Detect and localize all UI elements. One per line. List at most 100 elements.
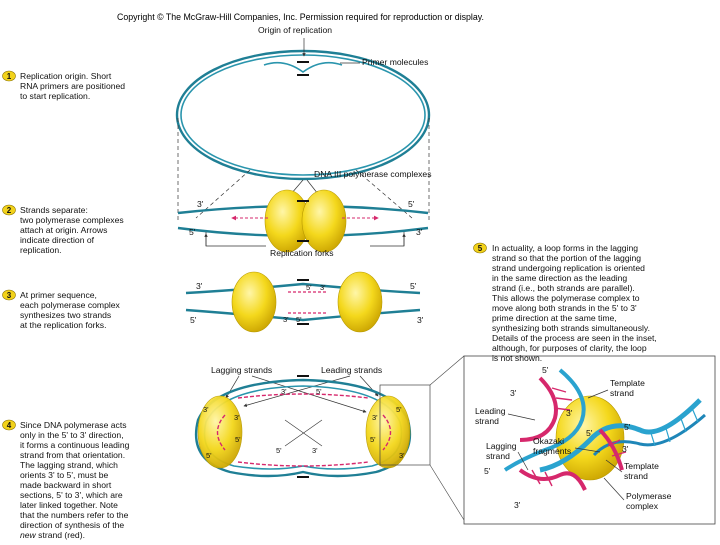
step-2-badge [2,204,16,216]
inset-source-box [379,384,431,466]
lagging-pointer-left [225,375,240,399]
step-2: 2 Strands separate: two polymerase compl… [2,204,124,255]
okazaki-pointer [574,447,601,453]
step-4-line4: strand from that orientation. [20,450,125,460]
step4-label-3-right: 3' [399,451,405,460]
step-1-line3: to start replication. [20,91,90,101]
step-5-line12: is not shown. [492,353,542,363]
inset-connector-bottom [429,464,465,521]
inset-template-top-line1: Template [610,378,645,388]
step3-end-5-left: 5' [190,315,197,325]
step-1-line2: RNA primers are positioned [20,81,125,91]
projection-line-mid-left [195,169,251,219]
replication-forks-label: Replication forks [270,248,334,258]
step-5-line10: Details of the process are seen in the i… [492,333,657,343]
polymerase-inset-pointer [603,477,625,501]
step-4-line6: orients 3' to 5', must be [20,470,109,480]
template-bottom-pointer [605,459,623,473]
polymerase-complex-label: DNA III polymerase complexes [314,169,432,179]
inset-3-bottom: 3' [514,500,521,510]
inset-5-center: 5' [586,428,593,438]
step-5-line7: move along both strands in the 5' to 3' [492,303,637,313]
step-5-line11: although, for purposes of clarity, the l… [492,343,647,353]
origin-label: Origin of replication [258,25,332,35]
inset-okazaki-line1: Okazaki [533,436,564,446]
step-5: 5 In actuality, a loop forms in the lagg… [473,242,657,363]
inset-polymerase-line1: Polymerase [626,491,672,501]
step3-primer-3-bottom: 3' [283,315,289,324]
step4-label-3-left: 3' [203,405,209,414]
step-5-line6: This allows the polymerase complex to [492,293,640,303]
step2-end-5-right: 5' [408,199,415,209]
step2-end-3-left: 3' [197,199,204,209]
step-1-number: 1 [7,72,12,81]
step4-label-5-top: 5' [316,387,322,396]
projection-line-mid-right [355,169,413,219]
inset-polymerase-line2: complex [626,501,659,511]
lagging-strands-label: Lagging strands [211,365,272,375]
step3-end-3-left: 3' [196,281,203,291]
step-4-line10: that the numbers refer to the [20,510,129,520]
step-5-line2: strand so that the portion of the laggin… [492,253,641,263]
step-4-number: 4 [7,421,12,430]
step-2-line4: indicate direction of [20,235,95,245]
step3-fork [185,271,421,333]
step-5-line5: strand (i.e., both strands are parallel)… [492,283,635,293]
step-3: 3 At primer sequence, each polymerase co… [2,289,121,330]
step3-primer-5-top: 5' [306,283,312,292]
inset-3-upper: 3' [510,388,517,398]
template-top-pointer [587,389,609,399]
step-3-line2: each polymerase complex [20,300,121,310]
step-2-number: 2 [7,206,12,215]
step4-label-3-top: 3' [281,387,287,396]
leading-strands-label: Leading strands [321,365,382,375]
step4-label-3-left-inner: 3' [234,413,240,422]
step-5-line3: strand undergoing replication is oriente… [492,263,645,273]
inset-5-left: 5' [484,466,491,476]
step-4-line7: made backward in short [20,480,112,490]
step3-primer-3-top: 3' [320,283,326,292]
step4-label-5-left-inner: 5' [235,435,241,444]
step-4-line9: later linked together. Note [20,500,118,510]
inset-leading-line2: strand [475,416,499,426]
step4-label-3-right-inner: 3' [372,413,378,422]
step-2-line2: two polymerase complexes [20,215,124,225]
step-5-line1: In actuality, a loop forms in the laggin… [492,243,638,253]
copyright-text: Copyright © The McGraw-Hill Companies, I… [117,12,484,22]
step-4-line5: The lagging strand, which [20,460,118,470]
step-4-line12-rest: strand (red). [36,530,85,540]
step-1-line1: Replication origin. Short [20,71,112,81]
step4-label-5-right: 5' [396,405,402,414]
inset-3-right: 3' [622,444,629,454]
inset-template-bottom-line2: strand [624,471,648,481]
step-3-line3: synthesizes two strands [20,310,111,320]
inset-lagging-line1: Lagging [486,441,517,451]
step-2-line3: attach at origin. Arrows [20,225,107,235]
step3-primer-5-bottom: 5' [296,315,302,324]
step3-end-3-right: 3' [417,315,424,325]
step-1: 1 Replication origin. Short RNA primers … [2,70,125,101]
step-4-line1: Since DNA polymerase acts [20,420,127,430]
step2-end-5-left: 5' [189,227,196,237]
step-4-line3: it forms a continuous leading [20,440,130,450]
step-5-number: 5 [478,244,483,253]
step3-end-5-right: 5' [410,281,417,291]
inset-5-top: 5' [542,365,549,375]
step-3-number: 3 [7,291,12,300]
step-4-badge [2,419,16,431]
step-4-line8: sections, 5' to 3', which are [20,490,123,500]
step2-end-3-right: 3' [416,227,423,237]
inset-leading-line1: Leading [475,406,506,416]
step-2-line1: Strands separate: [20,205,88,215]
step4-label-5-bottom: 5' [276,446,282,455]
leading-inset-pointer [507,413,536,421]
inset-template-top-line2: strand [610,388,634,398]
step2-fork [177,189,429,253]
step4-circle [194,375,412,478]
inset-connector-top [429,355,465,386]
step-1-badge [2,70,16,82]
step-5-line4: in the same direction as the leading [492,273,627,283]
inset-3-mid: 3' [566,408,573,418]
